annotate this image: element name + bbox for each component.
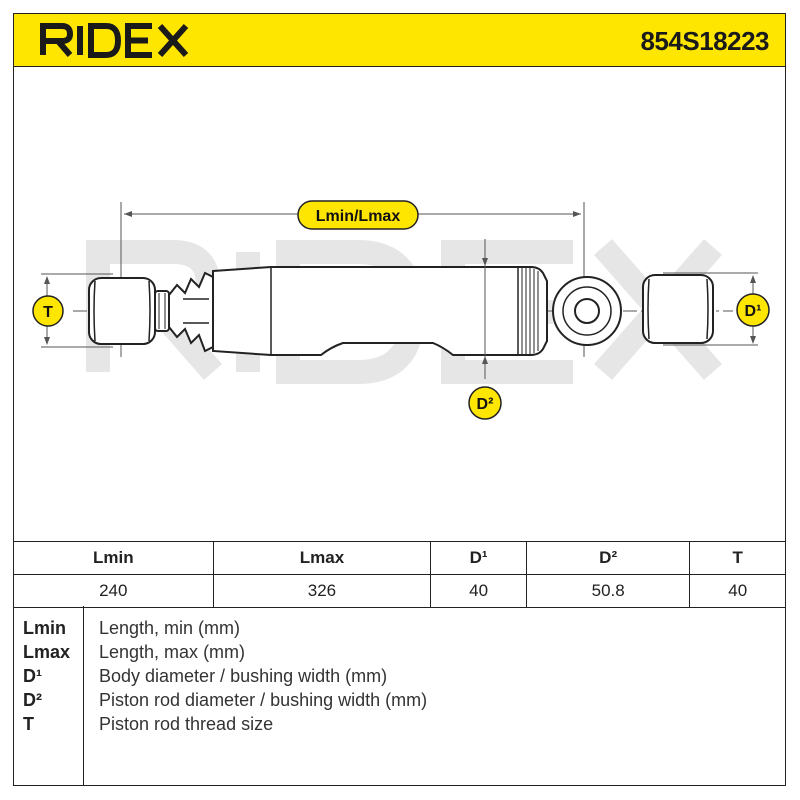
spec-header-lmax: Lmax xyxy=(212,541,432,575)
length-label: Lmin/Lmax xyxy=(316,208,401,225)
ridex-logo xyxy=(40,23,189,58)
right-eye xyxy=(552,276,622,346)
thread-dimension xyxy=(41,273,113,348)
legend-key: D¹ xyxy=(23,666,42,686)
legend-key: T xyxy=(23,714,34,734)
spec-table: Lmin Lmax D¹ D² T 240 326 40 50.8 40 xyxy=(13,541,786,608)
spec-header-row: Lmin Lmax D¹ D² T xyxy=(13,541,786,575)
spec-value-d1: 40 xyxy=(430,574,527,608)
legend-desc: Length, max (mm) xyxy=(99,642,246,662)
damper-body xyxy=(212,266,548,356)
spec-value-lmin: 240 xyxy=(13,574,214,608)
legend-item: Lmax Length, max (mm) xyxy=(13,642,786,666)
part-number: 854S18223 xyxy=(640,26,769,56)
rod-end-nut xyxy=(154,290,170,332)
header-bar: 854S18223 xyxy=(13,13,786,67)
spec-value-d2: 50.8 xyxy=(525,574,691,608)
spec-header-d2: D² xyxy=(525,541,691,575)
thread-label: T xyxy=(43,304,53,321)
legend-item: D¹ Body diameter / bushing width (mm) xyxy=(13,666,786,690)
spec-value-t: 40 xyxy=(689,574,786,608)
legend-desc: Piston rod diameter / bushing width (mm) xyxy=(99,690,428,710)
left-bushing xyxy=(88,277,156,345)
legend-desc: Length, min (mm) xyxy=(99,618,241,638)
d2-dimension xyxy=(482,239,488,379)
legend-desc: Piston rod thread size xyxy=(99,714,274,734)
thread-label-badge xyxy=(32,295,64,327)
shock-absorber-diagram: Lmin/Lmax T xyxy=(32,200,770,420)
legend-item: D² Piston rod diameter / bushing width (… xyxy=(13,690,786,714)
legend: Lmin Length, min (mm) Lmax Length, max (… xyxy=(13,606,786,786)
legend-divider xyxy=(83,606,84,786)
d2-label: D² xyxy=(477,396,494,413)
legend-item: T Piston rod thread size xyxy=(13,714,786,738)
d2-label-badge xyxy=(468,386,502,420)
right-bushing xyxy=(642,274,714,344)
legend-item: Lmin Length, min (mm) xyxy=(13,618,786,642)
legend-key: D² xyxy=(23,690,42,710)
spec-value-lmax: 326 xyxy=(212,574,432,608)
spec-header-lmin: Lmin xyxy=(13,541,214,575)
d1-label-badge xyxy=(736,293,770,327)
spec-header-t: T xyxy=(689,541,786,575)
d1-label: D¹ xyxy=(745,303,762,320)
length-label-badge xyxy=(297,200,419,230)
spec-header-d1: D¹ xyxy=(430,541,527,575)
legend-desc: Body diameter / bushing width (mm) xyxy=(99,666,388,686)
spec-value-row: 240 326 40 50.8 40 xyxy=(13,574,786,608)
legend-key: Lmax xyxy=(23,642,71,662)
legend-key: Lmin xyxy=(23,618,66,638)
